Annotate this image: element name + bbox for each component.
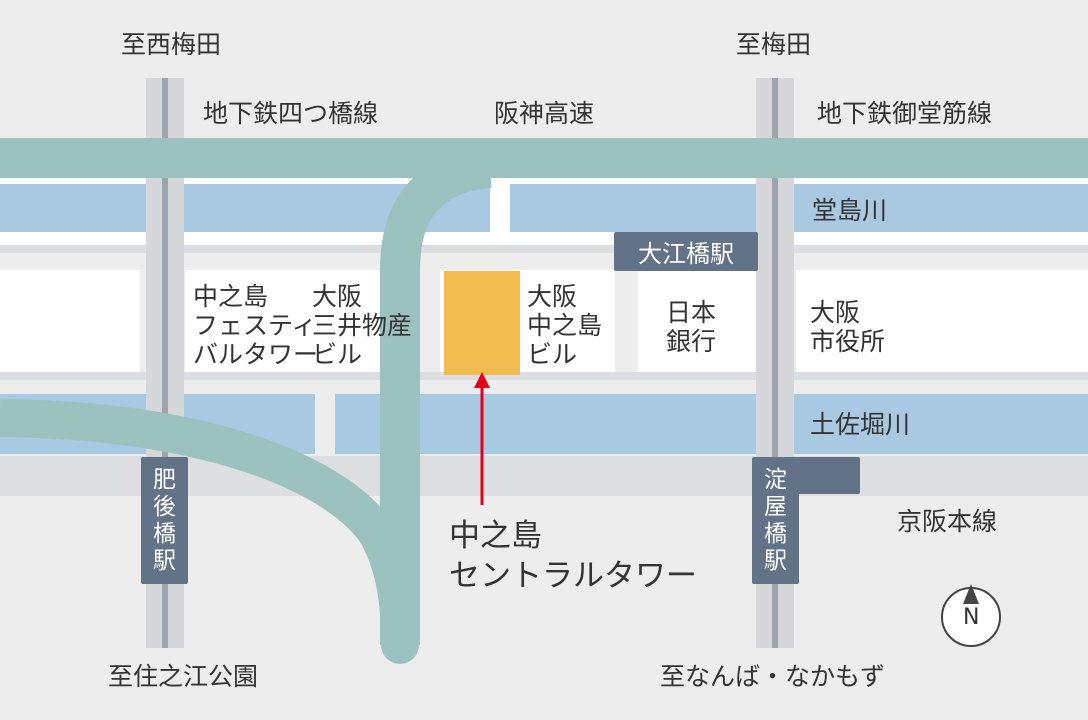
target-label-line: セントラルタワー [449,558,697,594]
building-label-line: ビル [527,340,578,369]
target-label-line: 中之島 [449,518,542,554]
line-label-keihan: 京阪本線 [897,507,998,536]
river-label-tosabori: 土佐堀川 [810,410,911,439]
direction-umeda: 至梅田 [736,30,812,59]
target-label: 中之島 セントラルタワー [449,516,697,596]
tosabori-river-east [335,394,1088,454]
line-label-midosuji: 地下鉄御堂筋線 [817,99,993,128]
direction-namba: 至なんば・なかもず [660,662,886,691]
expressway-end [381,626,419,664]
station-yodoyabashi-char: 駅 [764,547,787,574]
line-label-yotsubashi: 地下鉄四つ橋線 [203,99,379,128]
building-festival-tower: 中之島 フェスティ バルタワー [193,282,318,369]
station-higobashi-char: 肥 [153,466,176,493]
yotsubashi-line-core [162,78,168,648]
station-higobashi-char: 後 [153,493,176,520]
building-label-line: 銀行 [666,327,717,356]
rivers [0,184,1088,454]
building-label-line: 市役所 [810,327,886,356]
river-label-dojima: 堂島川 [812,196,888,225]
midosuji-line-core [772,78,778,648]
building-label-line: 大阪 [527,282,578,311]
dojima-river-east [510,184,1088,232]
building-label-line: 大阪 [312,282,363,311]
building-mitsui: 大阪 三井物産 ビル [312,282,412,369]
building-label-line: 日本 [666,298,717,327]
target-arrow [474,372,490,505]
station-higobashi: 肥 後 橋 駅 [141,457,188,584]
direction-suminoe: 至住之江公園 [108,662,259,691]
target-building [444,271,520,375]
station-yodoyabashi-char: 淀 [764,466,787,493]
line-label-hanshin: 阪神高速 [494,99,595,128]
station-higobashi-char: 橋 [153,520,176,547]
station-higobashi-char: 駅 [153,547,176,574]
station-yodoyabashi-char: 屋 [764,493,787,520]
building-label-line: 中之島 [193,282,269,311]
direction-nishi-umeda: 至西梅田 [121,30,222,59]
station-yodoyabashi-connector [796,457,860,494]
building-city-hall: 大阪 市役所 [810,298,885,356]
compass-north-label: N [963,605,980,630]
station-oebashi: 大江橋駅 [614,232,758,271]
station-yodoyabashi: 淀 屋 橋 駅 [752,457,799,584]
station-yodoyabashi-char: 橋 [764,520,787,547]
building-label-line: 三井物産 [312,311,413,340]
compass-icon [941,584,1001,647]
building-label-line: 中之島 [527,311,603,340]
building-label-line: ビル [312,340,363,369]
building-label-line: バルタワー [193,340,319,369]
building-osaka-nakanoshima: 大阪 中之島 ビル [527,282,602,369]
building-bank-of-japan: 日本 銀行 [666,298,716,356]
building-label-line: 大阪 [810,298,861,327]
building-label-line: フェスティ [193,311,317,340]
